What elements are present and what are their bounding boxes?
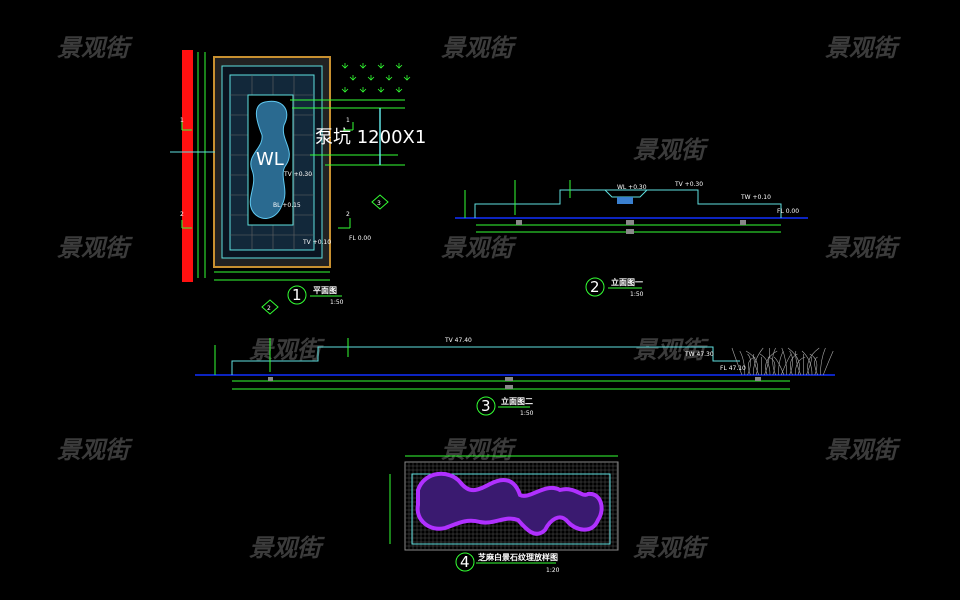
drawing-number: 4 xyxy=(460,553,470,571)
wl-label: WL xyxy=(256,149,284,170)
drawing-scale: 1:50 xyxy=(630,291,644,298)
drawing-number: 3 xyxy=(481,397,491,415)
tv-label: TV +0.30 xyxy=(283,171,312,178)
drawing-number: 1 xyxy=(292,286,302,304)
section-mark: 1 xyxy=(346,117,350,124)
drawing-scale: 1:20 xyxy=(546,567,560,574)
watermark-text: 景观街 xyxy=(57,34,133,62)
watermark-text: 景观街 xyxy=(825,436,901,464)
stone-texture-detail: 4 芝麻白景石纹理放样图 1:20 xyxy=(389,455,619,574)
watermark-text: 景观街 xyxy=(249,336,325,364)
drawing-title: 芝麻白景石纹理放样图 xyxy=(478,552,558,562)
elevation-one: WL +0.30 TV +0.30 TW +0.10 FL 0.00 2 立面图… xyxy=(455,180,808,298)
tw-label: TV +0.10 xyxy=(302,239,331,246)
plant-symbols xyxy=(341,63,411,93)
fl-label: FL 0.00 xyxy=(777,208,799,215)
watermark-text: 景观街 xyxy=(633,534,709,562)
drawing-number: 2 xyxy=(590,278,600,296)
drawing-title: 立面图二 xyxy=(501,396,533,406)
watermark-text: 景观街 xyxy=(57,436,133,464)
elevation-mark-number: 2 xyxy=(267,305,271,312)
watermark-text: 景观街 xyxy=(825,234,901,262)
drawing-number-circle xyxy=(476,396,496,416)
watermark-text: 景观街 xyxy=(825,34,901,62)
section-mark: 1 xyxy=(180,117,184,124)
tw-label: TW 47.30 xyxy=(684,351,714,358)
wl-label: WL +0.30 xyxy=(617,184,647,191)
watermark-text: 景观街 xyxy=(633,336,709,364)
watermark-text: 景观街 xyxy=(633,136,709,164)
elevation-two: TV 47.40 TW 47.30 FL 47.10 3 立面图二 1:50 xyxy=(195,337,835,417)
tv-label: TV +0.30 xyxy=(674,181,703,188)
fl-label: FL 47.10 xyxy=(720,365,746,372)
red-wall xyxy=(182,50,193,282)
drawing-number-circle xyxy=(585,277,605,297)
grass-symbol xyxy=(731,347,834,376)
rock-outline xyxy=(249,100,290,219)
watermark-text: 景观街 xyxy=(249,534,325,562)
tv-label: TV 47.40 xyxy=(444,337,472,344)
drawing-scale: 1:50 xyxy=(330,299,344,306)
stone-outline xyxy=(415,471,604,536)
section-mark: 2 xyxy=(180,211,184,218)
drawing-number-circle xyxy=(455,552,475,572)
tw-label: TW +0.10 xyxy=(740,194,771,201)
pump-pit-label: 泵坑 1200X1 xyxy=(315,127,426,148)
bl-label: BL +0.15 xyxy=(273,202,301,209)
drawing-number-circle xyxy=(287,285,307,305)
watermarks: 景观街景观街景观街景观街景观街景观街景观街景观街景观街景观街景观街景观街景观街景… xyxy=(57,34,901,562)
drawing-title: 立面图一 xyxy=(611,277,643,287)
elevation-mark-number: 3 xyxy=(377,200,381,207)
watermark-text: 景观街 xyxy=(57,234,133,262)
plan-view: WL 泵坑 1200X1 TV +0.30 BL +0.15 TV +0.10 … xyxy=(170,50,426,315)
watermark-text: 景观街 xyxy=(441,234,517,262)
elevation-mark-icon xyxy=(261,299,279,315)
section-mark: 2 xyxy=(346,211,350,218)
elevation-mark-icon xyxy=(371,194,389,210)
drawing-title: 平面图 xyxy=(313,286,337,295)
drawing-scale: 1:50 xyxy=(520,410,534,417)
watermark-text: 景观街 xyxy=(441,34,517,62)
watermark-text: 景观街 xyxy=(441,436,517,464)
fl-label: FL 0.00 xyxy=(349,235,371,242)
